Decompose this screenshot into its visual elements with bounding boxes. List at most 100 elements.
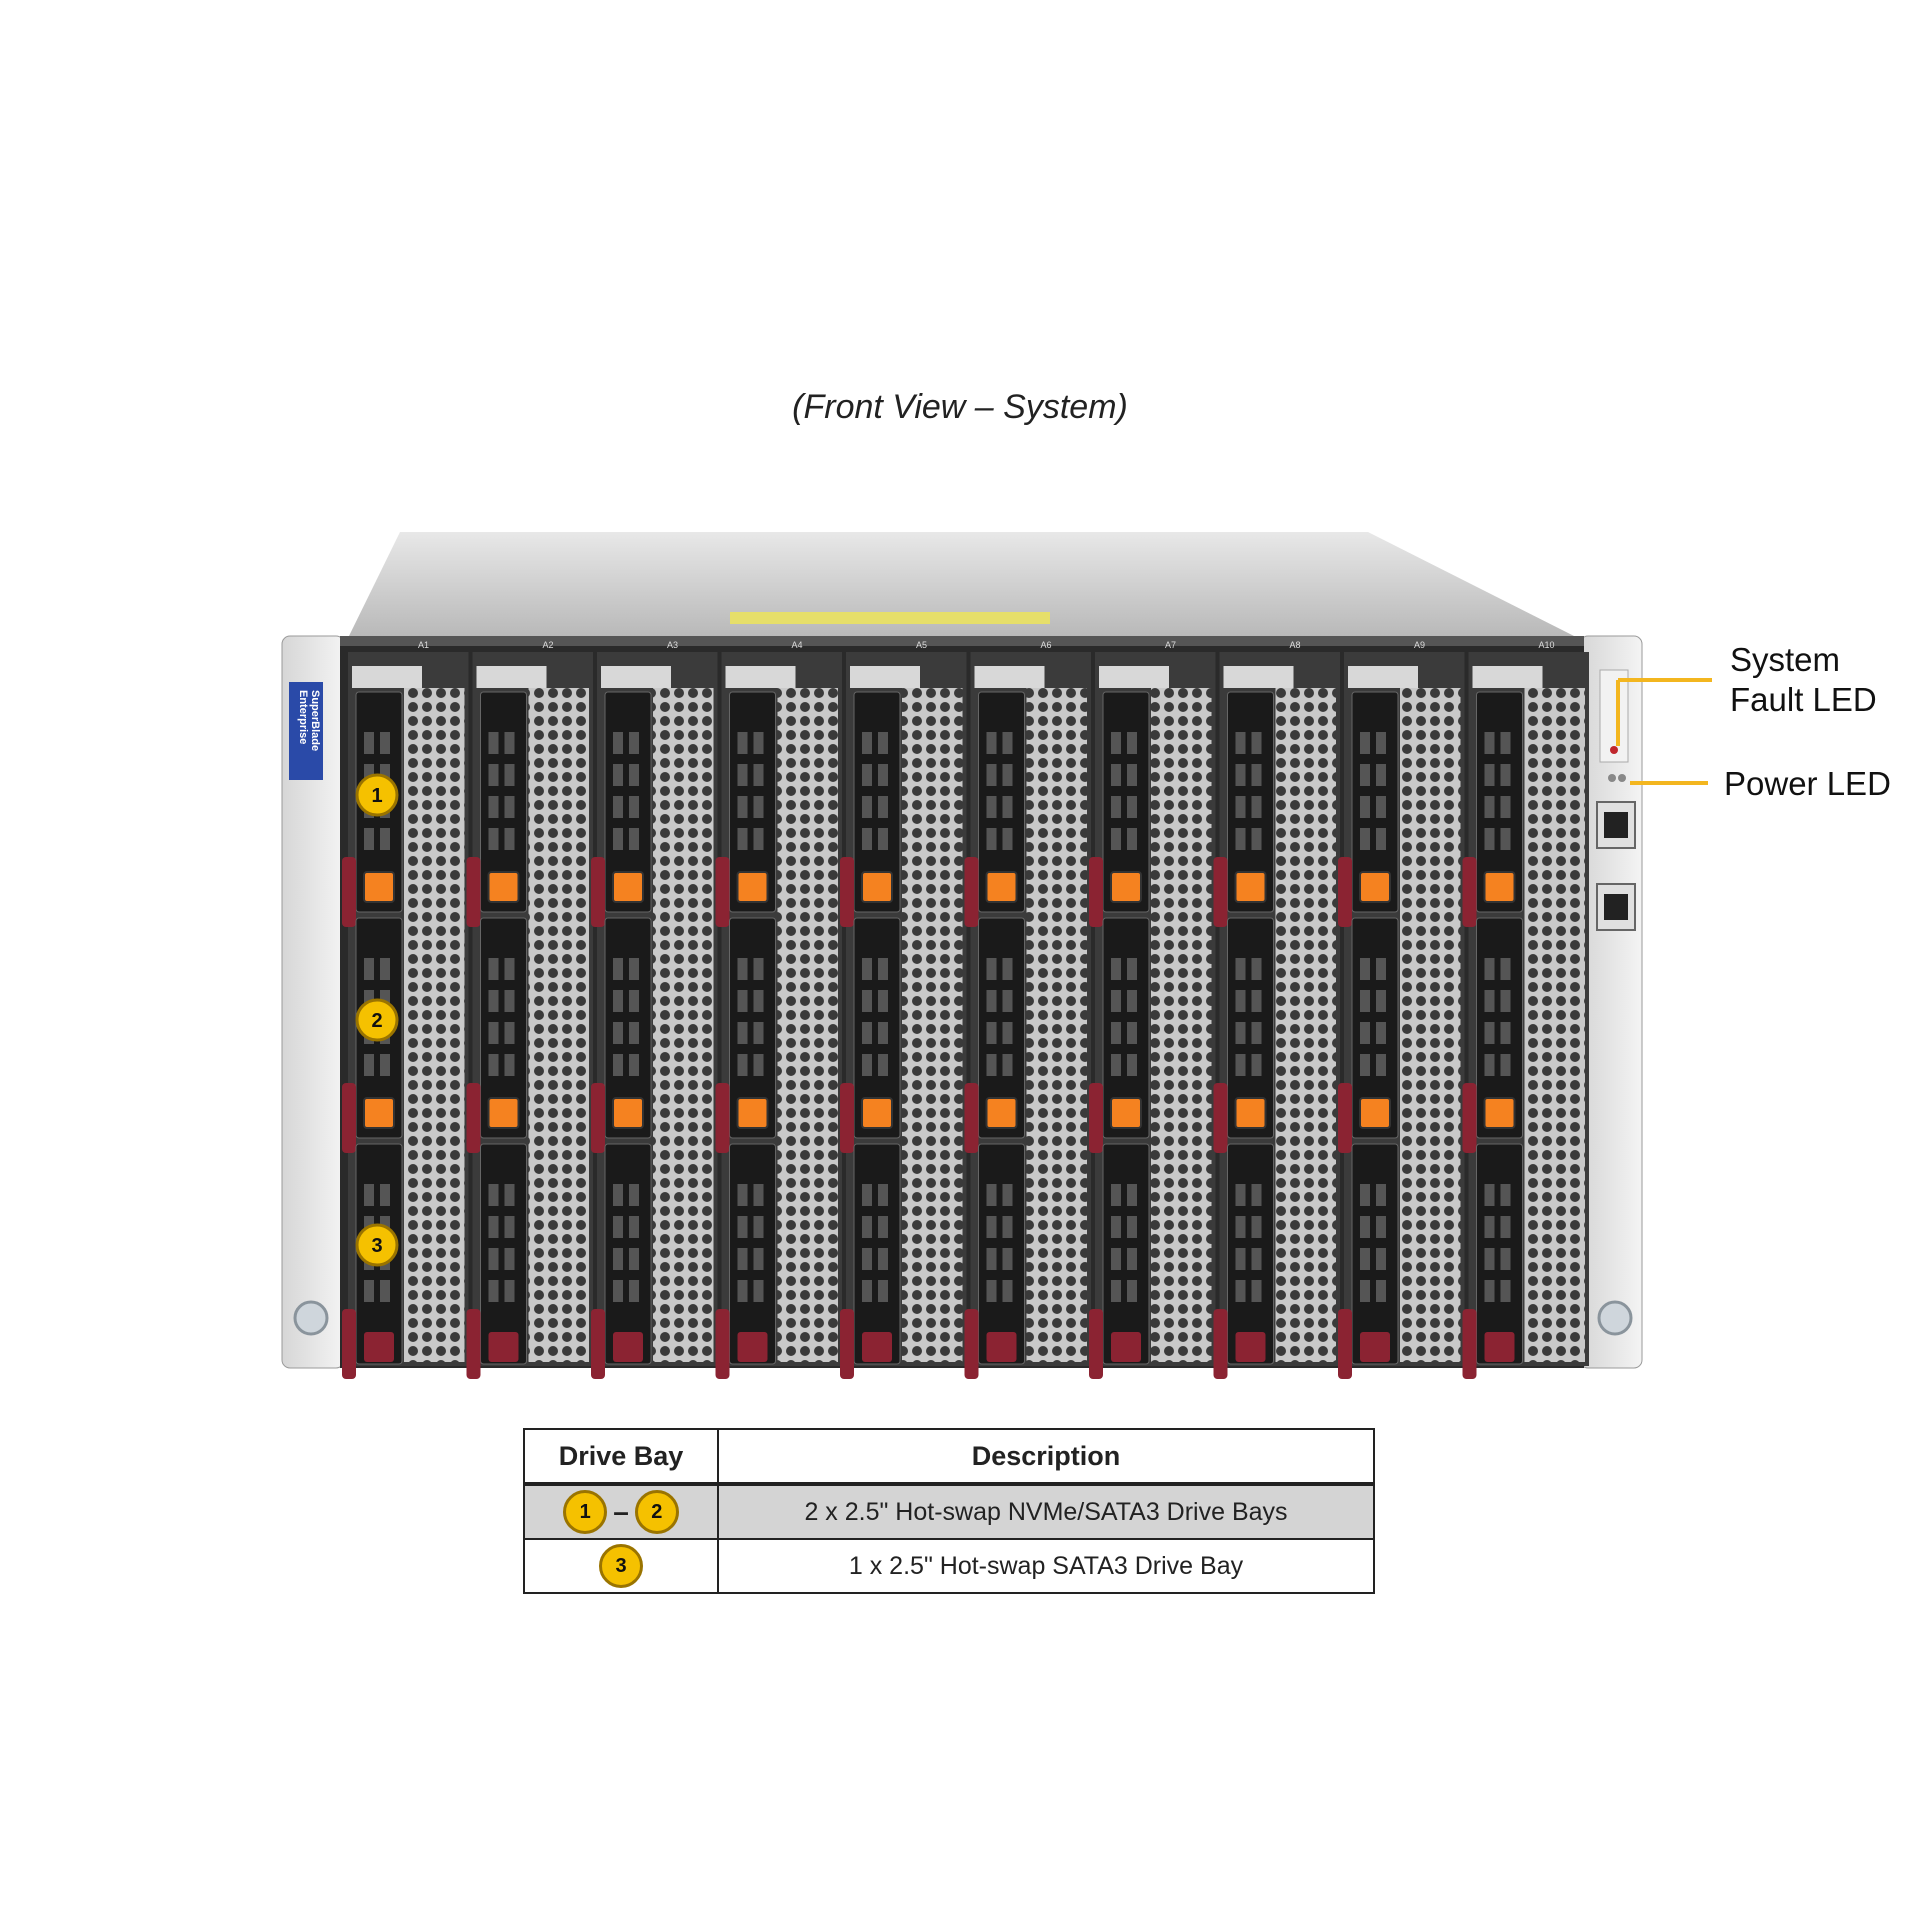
drive-bay bbox=[1227, 1143, 1274, 1365]
drive-slot bbox=[364, 1184, 374, 1206]
screw-left bbox=[293, 1300, 329, 1336]
blade-handle bbox=[1338, 1309, 1352, 1379]
drive-slot bbox=[488, 1280, 499, 1302]
drive-slot bbox=[753, 1248, 764, 1270]
bay-marker-3 bbox=[355, 1223, 399, 1267]
drive-slot bbox=[629, 1216, 639, 1238]
header-description: Description bbox=[718, 1428, 1375, 1486]
blade-handle bbox=[466, 1309, 481, 1379]
drive-slot bbox=[504, 1280, 515, 1302]
fault-led-label-line1: System bbox=[1730, 641, 1841, 678]
blade-handle bbox=[840, 857, 854, 927]
drive-slot bbox=[488, 1022, 499, 1044]
drive-slot bbox=[1127, 1216, 1137, 1238]
blade-handle bbox=[1338, 1083, 1352, 1153]
drive-slot bbox=[737, 828, 748, 850]
drive-slot bbox=[1111, 1280, 1121, 1302]
drive-latch bbox=[612, 871, 644, 903]
blade-top-panel bbox=[725, 666, 796, 688]
drive-slot bbox=[1251, 796, 1262, 818]
drive-latch bbox=[1110, 871, 1142, 903]
system-fault-led-callout: System Fault LED bbox=[1730, 640, 1877, 720]
drive-slot bbox=[1360, 1216, 1370, 1238]
blade-handle bbox=[1338, 857, 1352, 927]
blade-top-panel bbox=[476, 666, 547, 688]
drive-slot bbox=[380, 732, 390, 754]
drive-slot bbox=[878, 764, 888, 786]
drive-bay bbox=[1351, 1143, 1399, 1365]
drive-slot bbox=[1500, 1248, 1511, 1270]
drive-slot bbox=[629, 1280, 639, 1302]
drive-slot bbox=[862, 796, 872, 818]
drive-slot bbox=[1500, 764, 1511, 786]
blade-vent-mesh bbox=[1151, 688, 1212, 1362]
bay-marker-label: 3 bbox=[371, 1235, 382, 1257]
drive-slot bbox=[1235, 1022, 1246, 1044]
drive-slot bbox=[1484, 990, 1495, 1012]
drive-slot bbox=[629, 958, 639, 980]
drive-slot bbox=[1235, 1248, 1246, 1270]
power-led-label: Power LED bbox=[1724, 765, 1891, 802]
drive-slot bbox=[1111, 764, 1121, 786]
blade-vent-mesh bbox=[528, 688, 589, 1362]
blade-vent-mesh bbox=[777, 688, 838, 1362]
drive-slot bbox=[737, 764, 748, 786]
drive-slot bbox=[1002, 990, 1013, 1012]
drive-slot bbox=[613, 1248, 623, 1270]
drive-latch bbox=[1483, 1097, 1516, 1129]
drive-slot bbox=[878, 1054, 888, 1076]
bay-badge: 3 bbox=[599, 1544, 643, 1588]
blade-label: A2 bbox=[543, 640, 554, 650]
blade-handle bbox=[466, 1083, 481, 1153]
drive-latch bbox=[985, 871, 1018, 903]
drive-release bbox=[862, 1332, 892, 1362]
blade-label: A1 bbox=[418, 640, 429, 650]
drive-slot bbox=[1500, 1280, 1511, 1302]
drive-slot bbox=[1484, 1184, 1495, 1206]
drive-slot bbox=[753, 732, 764, 754]
drive-slot bbox=[1235, 1054, 1246, 1076]
blade-top-panel bbox=[1472, 666, 1543, 688]
blade-handle bbox=[715, 1309, 730, 1379]
drive-slot bbox=[504, 1022, 515, 1044]
drive-slot bbox=[613, 958, 623, 980]
drive-slot bbox=[1484, 1280, 1495, 1302]
drive-slot bbox=[1111, 1184, 1121, 1206]
drive-slot bbox=[1002, 732, 1013, 754]
screw-right bbox=[1597, 1300, 1633, 1336]
drive-slot bbox=[1376, 732, 1386, 754]
blade-a4: A4 bbox=[715, 640, 842, 1379]
blade-label: A7 bbox=[1165, 640, 1176, 650]
drive-slot bbox=[1235, 1280, 1246, 1302]
drive-slot bbox=[1360, 796, 1370, 818]
drive-slot bbox=[488, 732, 499, 754]
chassis-top bbox=[348, 532, 1578, 638]
drive-slot bbox=[1376, 1216, 1386, 1238]
drive-slot bbox=[1127, 796, 1137, 818]
drive-slot bbox=[753, 764, 764, 786]
drive-slot bbox=[1002, 958, 1013, 980]
blade-handle bbox=[964, 857, 979, 927]
bay-marker-2 bbox=[355, 998, 399, 1042]
drive-slot bbox=[380, 1054, 390, 1076]
drive-slot bbox=[613, 1184, 623, 1206]
drive-slot bbox=[629, 1022, 639, 1044]
drive-bay bbox=[1476, 1143, 1523, 1365]
drive-slot bbox=[629, 1054, 639, 1076]
drive-slot bbox=[629, 1184, 639, 1206]
drive-slot bbox=[753, 990, 764, 1012]
blade-handle bbox=[1462, 1083, 1477, 1153]
blade-top-panel bbox=[1099, 666, 1169, 688]
blade-handle bbox=[715, 857, 730, 927]
drive-slot bbox=[504, 1054, 515, 1076]
drive-slot bbox=[753, 958, 764, 980]
blade-handle bbox=[1213, 1083, 1228, 1153]
drive-slot bbox=[1111, 732, 1121, 754]
drive-slot bbox=[737, 732, 748, 754]
drive-slot bbox=[878, 796, 888, 818]
power-led-2 bbox=[1618, 774, 1626, 782]
power-led-callout: Power LED bbox=[1724, 764, 1891, 804]
blade-handle bbox=[342, 1309, 356, 1379]
drive-slot bbox=[1002, 828, 1013, 850]
drive-slot bbox=[878, 1184, 888, 1206]
